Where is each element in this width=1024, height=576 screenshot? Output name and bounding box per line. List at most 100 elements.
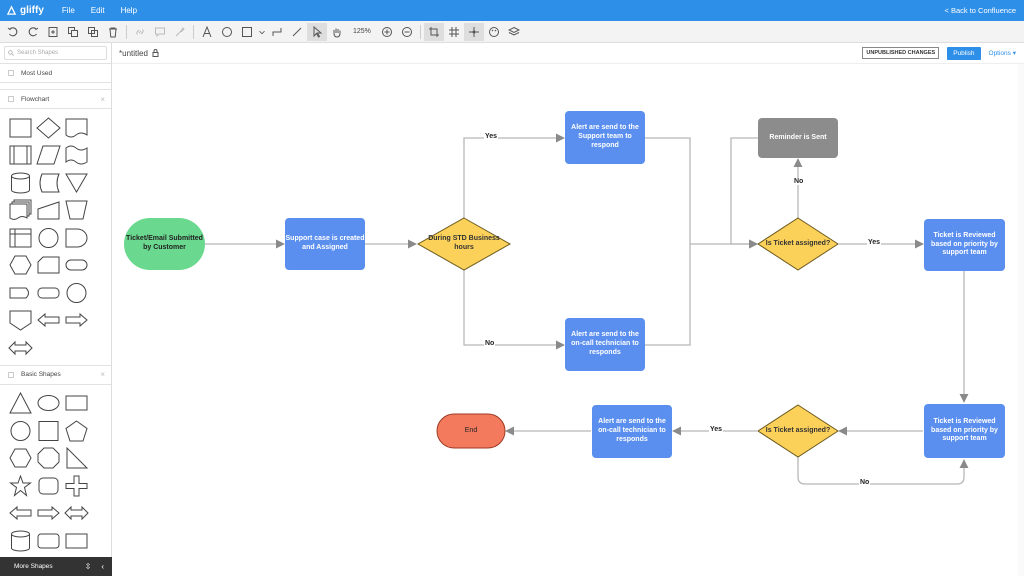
- lock-icon[interactable]: [152, 49, 159, 57]
- pan-tool[interactable]: [327, 23, 347, 41]
- connector-shape[interactable]: [34, 224, 62, 252]
- hexagon-shape[interactable]: [6, 445, 34, 473]
- square-shape[interactable]: [34, 417, 62, 445]
- menu-edit[interactable]: Edit: [90, 6, 105, 15]
- document-title[interactable]: *untitled: [119, 49, 159, 58]
- std-hours-decision[interactable]: During STD Business hours: [418, 218, 510, 270]
- right-arrow-shape[interactable]: [62, 307, 90, 335]
- alert-oncall-node-1[interactable]: Alert are send to the on-call technician…: [565, 318, 645, 371]
- cylinder-shape[interactable]: [6, 527, 34, 555]
- display-shape[interactable]: [6, 279, 34, 307]
- manual-operation-shape[interactable]: [62, 197, 90, 225]
- rectangle-tool[interactable]: [237, 23, 257, 41]
- section-most-used[interactable]: Most Used: [0, 63, 111, 83]
- document-shape[interactable]: [62, 114, 90, 142]
- section-basic-shapes[interactable]: Basic Shapes×: [0, 364, 111, 385]
- card-shape[interactable]: [34, 252, 62, 280]
- double-arrow-shape[interactable]: [6, 334, 34, 362]
- rounded-rect-shape[interactable]: [34, 527, 62, 555]
- off-page-connector-shape[interactable]: [6, 307, 34, 335]
- duplicate-button[interactable]: [83, 23, 103, 41]
- new-button[interactable]: [43, 23, 63, 41]
- rounded-square-shape[interactable]: [34, 472, 62, 500]
- end-node[interactable]: End: [437, 414, 505, 448]
- assigned-decision-2[interactable]: Is Ticket assigned?: [758, 405, 838, 457]
- database-shape[interactable]: [6, 169, 34, 197]
- triangle-shape[interactable]: [6, 390, 34, 418]
- canvas-scrollbar[interactable]: [1018, 64, 1024, 576]
- support-case-node[interactable]: Support case is created and Assigned: [285, 218, 365, 270]
- text-tool[interactable]: [197, 23, 217, 41]
- right-arrow-shape[interactable]: [34, 500, 62, 528]
- multi-document-shape[interactable]: [6, 197, 34, 225]
- internal-storage-shape[interactable]: [6, 224, 34, 252]
- close-icon[interactable]: ×: [100, 370, 105, 379]
- fit-page-button[interactable]: [423, 22, 444, 41]
- back-to-confluence-link[interactable]: < Back to Confluence: [944, 6, 1016, 15]
- options-dropdown[interactable]: Options ▾: [988, 50, 1016, 57]
- reminder-node[interactable]: Reminder is Sent: [758, 118, 838, 158]
- snap-toggle[interactable]: [463, 22, 484, 41]
- chevron-left-icon[interactable]: ‹: [101, 562, 104, 571]
- search-shapes-input[interactable]: Search Shapes: [4, 46, 107, 60]
- left-arrow-shape[interactable]: [6, 500, 34, 528]
- start-node[interactable]: Ticket/Email Submitted by Customer: [126, 218, 203, 270]
- redo-button[interactable]: [23, 23, 43, 41]
- merge-shape[interactable]: [62, 169, 90, 197]
- close-icon[interactable]: ×: [100, 94, 105, 104]
- predefined-process-shape[interactable]: [6, 142, 34, 170]
- circle-shape[interactable]: [62, 279, 90, 307]
- publish-button[interactable]: Publish: [947, 46, 981, 60]
- diagram-canvas[interactable]: Ticket/Email Submitted by Customer Suppo…: [112, 64, 1024, 576]
- undo-button[interactable]: [3, 23, 23, 41]
- octagon-shape[interactable]: [34, 445, 62, 473]
- pentagon-shape[interactable]: [62, 417, 90, 445]
- themes-button[interactable]: [484, 23, 504, 41]
- rectangle-shape[interactable]: [62, 527, 90, 555]
- zoom-in-button[interactable]: [377, 23, 397, 41]
- reviewed-node-2[interactable]: Ticket is Reviewed based on priority by …: [924, 404, 1005, 458]
- process-shape[interactable]: [6, 114, 34, 142]
- rectangle-shape[interactable]: [62, 390, 90, 418]
- more-shapes-bar[interactable]: More Shapes ⇳ ‹: [0, 557, 112, 576]
- rounded-rectangle-shape[interactable]: [34, 279, 62, 307]
- ellipse-shape[interactable]: [34, 390, 62, 418]
- zoom-level[interactable]: 125%: [353, 28, 371, 35]
- star-shape[interactable]: [6, 472, 34, 500]
- left-arrow-shape[interactable]: [34, 307, 62, 335]
- terminator-shape[interactable]: [62, 252, 90, 280]
- format-painter-button[interactable]: [170, 23, 190, 41]
- section-flowchart[interactable]: Flowchart×: [0, 89, 111, 109]
- delete-button[interactable]: [103, 23, 123, 41]
- data-shape[interactable]: [34, 142, 62, 170]
- stored-data-shape[interactable]: [34, 169, 62, 197]
- layers-button[interactable]: [504, 23, 524, 41]
- copy-button[interactable]: [63, 23, 83, 41]
- manual-input-shape[interactable]: [34, 197, 62, 225]
- decision-shape[interactable]: [34, 114, 62, 142]
- circle-shape[interactable]: [6, 417, 34, 445]
- line-tool[interactable]: [287, 23, 307, 41]
- collapse-sections-icon[interactable]: ⇳: [84, 562, 92, 571]
- shape-dropdown[interactable]: [257, 23, 267, 41]
- comment-button[interactable]: [150, 23, 170, 41]
- alert-oncall-node-2[interactable]: Alert are send to the on-call technician…: [592, 405, 672, 458]
- tape-shape[interactable]: [62, 142, 90, 170]
- preparation-shape[interactable]: [6, 252, 34, 280]
- ellipse-tool[interactable]: [217, 23, 237, 41]
- cross-shape[interactable]: [62, 472, 90, 500]
- menu-help[interactable]: Help: [120, 6, 138, 15]
- select-tool[interactable]: [307, 22, 327, 41]
- gliffy-logo[interactable]: gliffy: [6, 5, 44, 16]
- menu-file[interactable]: File: [61, 6, 75, 15]
- assigned-decision-1[interactable]: Is Ticket assigned?: [758, 218, 838, 270]
- connector-tool[interactable]: [267, 23, 287, 41]
- alert-support-node[interactable]: Alert are send to the Support team to re…: [565, 111, 645, 164]
- zoom-out-button[interactable]: [397, 23, 417, 41]
- delay-shape[interactable]: [62, 224, 90, 252]
- link-button[interactable]: [130, 23, 150, 41]
- reviewed-node-1[interactable]: Ticket is Reviewed based on priority by …: [924, 219, 1005, 271]
- double-arrow-shape[interactable]: [62, 500, 90, 528]
- right-triangle-shape[interactable]: [62, 445, 90, 473]
- grid-toggle[interactable]: [444, 23, 464, 41]
